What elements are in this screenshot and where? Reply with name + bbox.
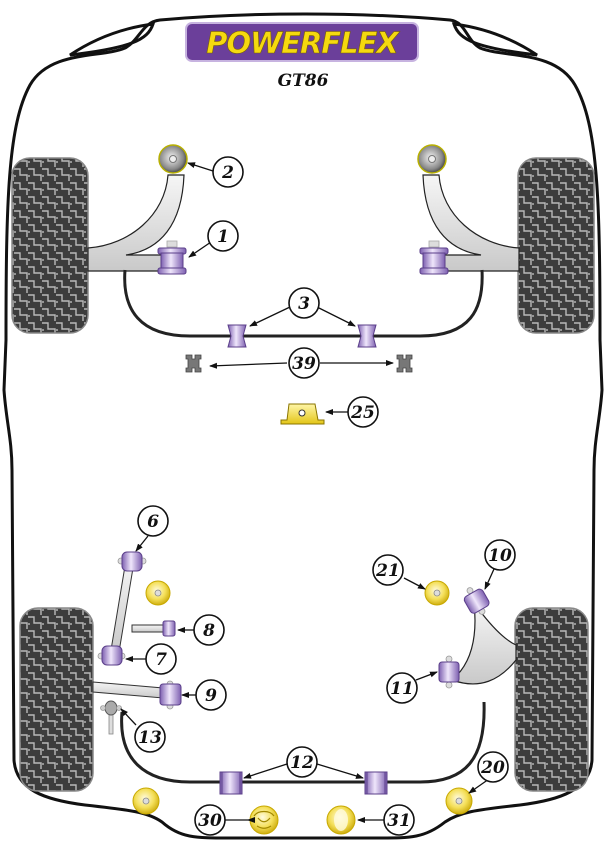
model-name: GT86 — [278, 71, 329, 91]
bushing-3-right — [357, 324, 377, 348]
front-left-wishbone — [87, 174, 185, 272]
bushing-2-left — [158, 144, 188, 174]
bushing-9 — [159, 680, 182, 710]
bushing-13 — [100, 700, 122, 735]
callout-circle — [386, 672, 418, 704]
callout-30: 30 — [194, 804, 226, 836]
callout-label: 8 — [202, 621, 215, 641]
callout-21: 21 — [372, 554, 404, 586]
rear-anti-roll-bar — [120, 701, 486, 784]
callout-circle — [477, 751, 509, 783]
bushing-6 — [117, 551, 147, 572]
callout-circle — [347, 396, 379, 428]
bushing-yellow-left-lower — [132, 787, 160, 815]
callout-circle — [286, 746, 318, 778]
callout-6: 6 — [137, 505, 169, 537]
callout-label: 9 — [205, 686, 217, 706]
front-right-tyre — [517, 157, 595, 334]
rear-left-upper-link — [110, 559, 135, 653]
callout-label: 39 — [292, 354, 316, 374]
rear-toe-link — [131, 624, 167, 633]
bushing-yellow-left-upper — [145, 580, 171, 606]
callout-1: 1 — [207, 220, 239, 252]
bushing-11 — [438, 655, 460, 689]
callout-circle — [145, 643, 177, 675]
bushing-20 — [445, 787, 473, 815]
front-right-wishbone — [422, 174, 520, 272]
bushing-2-right — [417, 144, 447, 174]
bushing-3-left — [227, 324, 247, 348]
callout-circle — [134, 721, 166, 753]
rear-left-tyre — [19, 607, 94, 792]
bushing-39-right — [396, 354, 413, 373]
callout-circle — [212, 156, 244, 188]
bushing-10 — [463, 587, 490, 615]
callout-label: 20 — [480, 758, 505, 778]
right-mirror — [451, 22, 538, 57]
callout-39: 39 — [288, 347, 320, 379]
logo-text: POWERFLEX — [206, 26, 400, 60]
bushing-25 — [280, 403, 325, 425]
callout-label: 31 — [387, 811, 411, 831]
callout-circle — [207, 220, 239, 252]
bushing-12-left — [219, 771, 243, 795]
callout-circle — [383, 804, 415, 836]
bushing-31 — [326, 805, 356, 835]
callout-label: 10 — [488, 546, 512, 566]
callout-circle — [372, 554, 404, 586]
callout-label: 1 — [217, 227, 229, 247]
callout-circle — [193, 614, 225, 646]
callout-circle — [288, 347, 320, 379]
callout-label: 11 — [390, 679, 414, 699]
callout-label: 25 — [350, 403, 375, 423]
callout-label: 12 — [290, 753, 314, 773]
front-anti-roll-bar — [123, 269, 484, 338]
callout-12: 12 — [286, 746, 318, 778]
leader-arrows — [120, 162, 495, 823]
callout-9: 9 — [195, 679, 227, 711]
bushing-30 — [249, 805, 279, 835]
callout-11: 11 — [386, 672, 418, 704]
callout-label: 21 — [375, 561, 400, 581]
callout-label: 2 — [221, 163, 234, 183]
callout-circle — [288, 287, 320, 319]
left-mirror — [69, 22, 156, 57]
callout-circle — [194, 804, 226, 836]
callout-label: 6 — [147, 512, 159, 532]
callout-3: 3 — [288, 287, 320, 319]
bushing-39-left — [185, 354, 202, 373]
powerflex-logo: POWERFLEX — [185, 22, 419, 62]
callout-label: 13 — [138, 728, 162, 748]
callout-10: 10 — [484, 539, 516, 571]
car-body-outline — [2, 12, 604, 840]
callout-label: 7 — [155, 650, 167, 670]
front-left-tyre — [11, 157, 89, 334]
callout-circle — [484, 539, 516, 571]
callout-8: 8 — [193, 614, 225, 646]
callout-circle — [195, 679, 227, 711]
callout-7: 7 — [145, 643, 177, 675]
callout-label: 30 — [198, 811, 222, 831]
rear-left-lower-arm — [92, 681, 164, 699]
callout-label: 3 — [298, 294, 310, 314]
callout-20: 20 — [477, 751, 509, 783]
bushing-21 — [424, 580, 450, 606]
bushing-8 — [162, 620, 176, 637]
callout-13: 13 — [134, 721, 166, 753]
bushing-1-left — [157, 240, 187, 275]
bushing-7 — [97, 645, 126, 666]
callout-25: 25 — [347, 396, 379, 428]
rear-right-tyre — [514, 607, 589, 792]
callout-2: 2 — [212, 156, 244, 188]
bushing-1-right — [419, 240, 449, 275]
bushing-12-right — [364, 771, 388, 795]
callout-circle — [137, 505, 169, 537]
callout-31: 31 — [383, 804, 415, 836]
rear-right-trailing-arm — [450, 600, 517, 685]
